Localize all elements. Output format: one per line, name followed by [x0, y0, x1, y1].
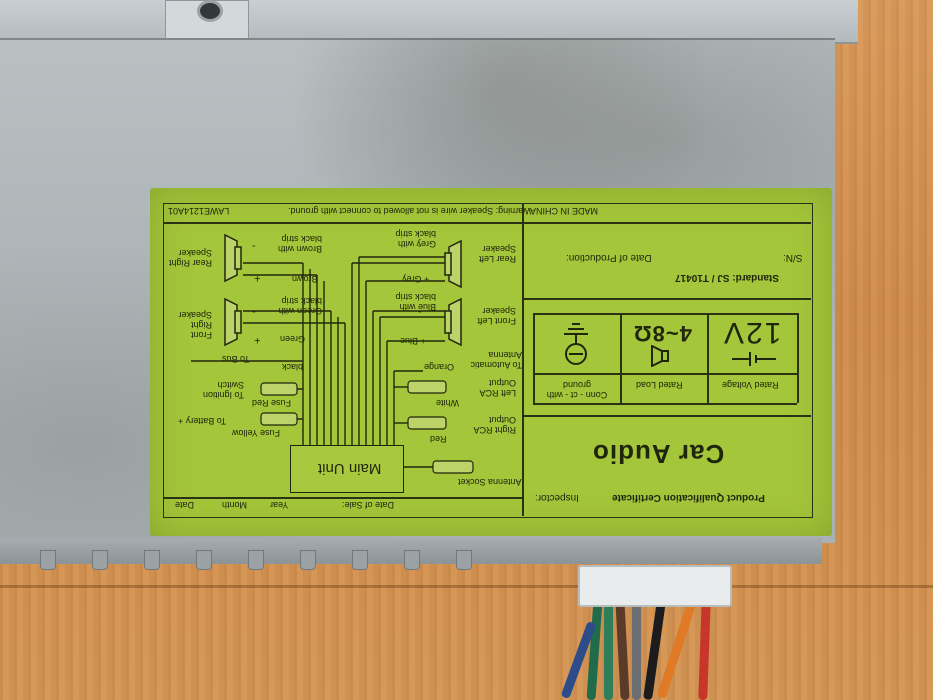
spec-box-right	[797, 313, 799, 403]
grey-label: + Grey	[402, 274, 430, 284]
divider-spec-bottom	[533, 403, 797, 405]
rated-load-label: Rated Load	[636, 380, 683, 390]
ground-label: Conn - ct - with ground	[546, 380, 608, 400]
inspector-label: Inspector:	[535, 492, 579, 503]
divider-vertical	[522, 203, 524, 516]
wire-dark-green	[604, 600, 613, 700]
green-label: Green	[280, 334, 306, 344]
plus-sign: +	[254, 272, 261, 284]
fuse-red-label: Fuse Red	[252, 398, 292, 408]
brown-strip-label: Brown with black strip	[277, 234, 322, 254]
grey-strip-label: Grey with black strip	[395, 229, 436, 249]
spec-col-2	[707, 313, 709, 403]
red-label: Red	[430, 434, 447, 444]
blue-strip-label: Blue with black strip	[395, 292, 436, 312]
minus-sign: -	[418, 306, 422, 318]
minus-sign: -	[418, 240, 422, 252]
heatsink-fin	[404, 550, 420, 570]
to-battery-label: To Battery +	[178, 416, 227, 426]
wire-connector	[578, 565, 732, 607]
plank-seam	[0, 585, 933, 588]
minus-sign: -	[252, 240, 256, 252]
speaker-load-icon	[651, 345, 669, 367]
label-code: LAWE1214A01	[168, 206, 230, 216]
front-right-speaker-label: Front Right Speaker	[178, 310, 212, 340]
warning-text: Warning: Speaker wire is not allowed to …	[288, 206, 532, 216]
fuse-yellow-label: Fuse Yellow	[232, 428, 281, 438]
heatsink-fin	[300, 550, 316, 570]
left-rca-label: Left RCA Output	[479, 378, 516, 398]
divider-spec-mid	[533, 313, 797, 315]
heatsink-fin	[92, 550, 108, 570]
month-label: Month	[222, 500, 248, 510]
heatsink-fin	[352, 550, 368, 570]
divider-top-strip	[163, 222, 811, 224]
wire-grey	[632, 600, 641, 700]
rated-voltage-label: Rated Voltage	[722, 380, 779, 390]
heatsink-fin	[40, 550, 56, 570]
blue-label: + Blue	[400, 336, 426, 346]
orange-label: Orange	[424, 362, 455, 372]
heatsink-fin	[196, 550, 212, 570]
front-left-speaker-label: Front Left Speaker	[477, 306, 516, 326]
heatsink-fin	[248, 550, 264, 570]
to-ignition-label: To Ignition Switch	[202, 380, 244, 400]
main-unit-box	[290, 445, 404, 493]
antenna-socket-label: Antenna Socket	[458, 477, 522, 487]
battery-icon	[732, 352, 776, 366]
production-date-label: Date of Production:	[566, 252, 652, 263]
year-label: Year	[270, 500, 289, 510]
rear-left-speaker-label: Rear Left Speaker	[478, 244, 516, 264]
label-frame	[163, 203, 813, 518]
made-in-text: MADE IN CHINA	[530, 206, 599, 216]
rated-load-value: 4~8Ω	[633, 321, 692, 346]
date-of-sale-label: Date of Sale:	[342, 500, 395, 510]
spec-col-1	[620, 313, 622, 403]
certificate-title: Product Qualification Certificate	[612, 492, 765, 503]
qualification-label	[150, 188, 832, 536]
ground-symbol-icon	[564, 323, 588, 365]
screw-hole-icon	[197, 0, 223, 22]
main-unit-label: Main Unit	[318, 460, 382, 477]
right-rca-label: Right RCA Output	[473, 415, 516, 435]
divider-bottom-strip	[163, 497, 522, 499]
to-antenna-label: To Automatic Antenna	[470, 350, 522, 370]
plus-sign: +	[254, 334, 261, 346]
rear-right-speaker-label: Rear Right Speaker	[168, 248, 212, 268]
spec-row-line	[533, 373, 797, 375]
spec-box-left	[533, 313, 535, 403]
date-label: Date	[175, 500, 195, 510]
heatsink-fin	[144, 550, 160, 570]
black-label: black	[282, 362, 304, 372]
rated-voltage-value: 12V	[722, 316, 782, 349]
to-bus-label: To Bus	[222, 354, 250, 364]
green-strip-label: Green with black strip	[278, 296, 322, 316]
heatsink-fin	[456, 550, 472, 570]
divider-spec-top	[522, 298, 811, 300]
divider-brand-bottom	[522, 415, 811, 417]
standard-text: Standard: SJ / T10417	[675, 272, 779, 283]
brown-label: Brown	[292, 274, 318, 284]
brand-name: Car Audio	[592, 439, 725, 469]
wiring-diagram	[191, 233, 474, 474]
serial-number-label: S/N:	[783, 252, 803, 263]
white-label: White	[436, 398, 460, 408]
minus-sign: -	[252, 306, 256, 318]
